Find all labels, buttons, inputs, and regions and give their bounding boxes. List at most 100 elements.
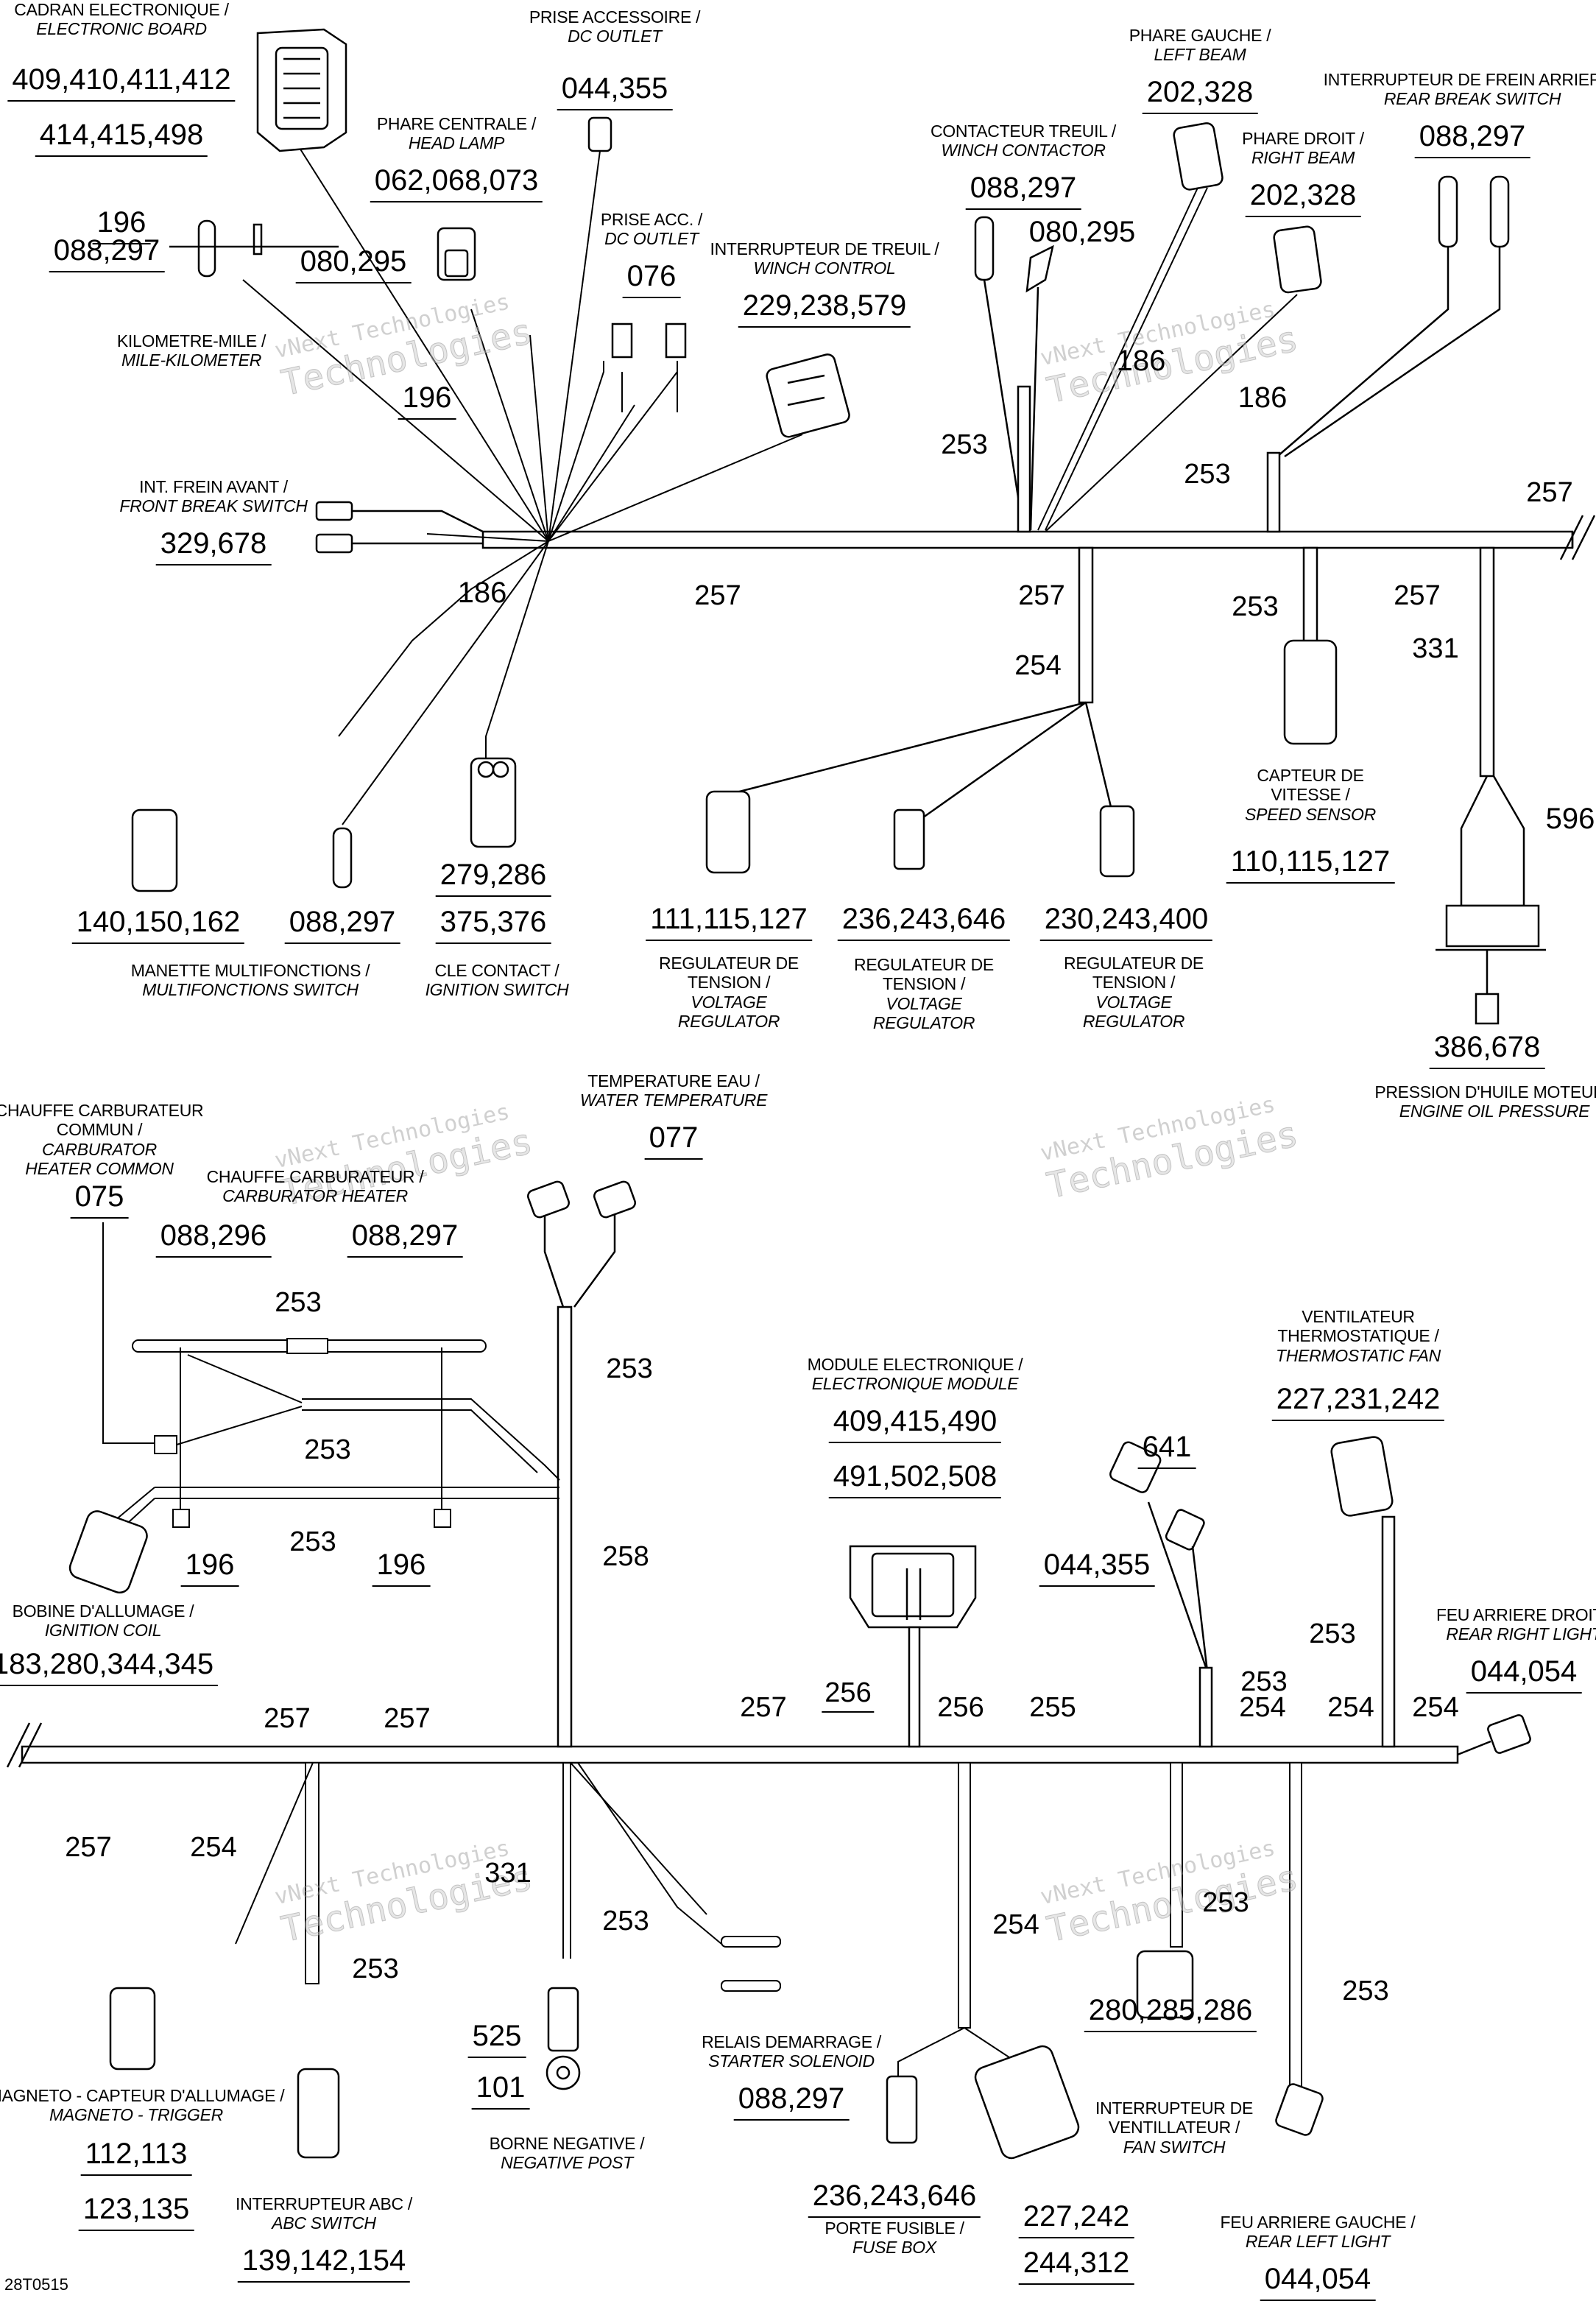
regulator-connectors (705, 790, 1135, 878)
part-number: 227,242 (1018, 2202, 1134, 2238)
part-number-frein-avant: 329,678 (155, 529, 272, 565)
label-en-line: ENGINE OIL PRESSURE (1399, 1102, 1590, 1121)
label-fr-line: CLE CONTACT / (434, 961, 559, 980)
bottom-drops (235, 1762, 1302, 2087)
label-en-line: ABC SWITCH (272, 2213, 376, 2233)
thermostatic-fan-connector (1330, 1436, 1396, 1748)
label-fr-line: THERMOSTATIQUE / (1277, 1326, 1439, 1346)
label-fr-line: BOBINE D'ALLUMAGE / (12, 1601, 194, 1621)
label-fr-line: PHARE CENTRALE / (376, 114, 537, 133)
label-en-line: WINCH CONTROL (753, 258, 896, 278)
part-number: 088,296 (155, 1221, 272, 1258)
label-fr-line: BORNE NEGATIVE / (489, 2134, 645, 2153)
part-number-temp-eau: 077 (644, 1123, 703, 1160)
part-number: 196 (180, 1550, 239, 1587)
label-feu-gauche: FEU ARRIERE GAUCHE /REAR LEFT LIGHT (1221, 2213, 1416, 2252)
wire-number: 254 (1327, 1692, 1374, 1723)
label-fr-line: TENSION / (1092, 973, 1176, 993)
part-number-feu-droit: 044,054 (1466, 1657, 1582, 1694)
part-number: 230,243,400 (1039, 904, 1213, 941)
speed-sensor (1283, 546, 1338, 745)
part-number-bobine: 183,280,344,345 (0, 1649, 219, 1686)
part-number: 080,295 (1028, 216, 1136, 248)
label-bobine: BOBINE D'ALLUMAGE /IGNITION COIL (13, 1601, 194, 1641)
part-number-module-elec: 491,502,508 (828, 1462, 1002, 1498)
label-fr-line: FEU ARRIERE DROIT / (1436, 1605, 1596, 1624)
part-number: 088,297 (347, 1221, 463, 1258)
part-number: 236,243,646 (808, 2181, 981, 2218)
part-number: 641 (1137, 1432, 1196, 1469)
label-fr-line: MODULE ELECTRONIQUE / (807, 1355, 1023, 1374)
part-number: 280,285,286 (1084, 1995, 1257, 2032)
part-number-module-elec: 409,415,490 (828, 1406, 1002, 1443)
wire-number: 256 (822, 1679, 875, 1713)
label-fr-line: TENSION / (687, 973, 771, 993)
label-fr-line: PRISE ACC. / (600, 210, 703, 229)
label-en-line: SPEED SENSOR (1245, 804, 1376, 824)
wire-number: 255 (1029, 1692, 1076, 1723)
wire-number: 253 (1232, 591, 1279, 622)
label-en-line: CARBURATOR HEATER (222, 1186, 408, 1206)
label-en-line: NEGATIVE POST (501, 2153, 633, 2173)
label-en-line: STARTER SOLENOID (708, 2051, 875, 2071)
label-fr-line: REGULATEUR DE (854, 955, 994, 974)
label-en-line: CARBURATOR (42, 1139, 157, 1159)
part-number: 196 (92, 208, 151, 244)
part-number: 186 (457, 577, 507, 609)
part-number: 244,312 (1018, 2248, 1134, 2285)
hub-wires (242, 139, 803, 825)
label-kilometre: KILOMETRE-MILE /MILE-KILOMETER (117, 331, 266, 370)
wire-number: 253 (606, 1353, 653, 1384)
wire-number: 256 (937, 1692, 984, 1723)
regulator-drop (724, 546, 1113, 826)
label-fr-line: CAPTEUR DE (1257, 766, 1364, 785)
part-number-capteur-vitesse: 110,115,127 (1226, 847, 1395, 884)
label-fr-line: VENTILATEUR (1302, 1307, 1415, 1326)
label-en-line: REGULATOR (1082, 1012, 1185, 1032)
electronic-module-connector (849, 1545, 977, 1748)
oil-pressure-sender (1436, 546, 1546, 1025)
wire-number: 254 (1014, 650, 1062, 681)
wire-number: 253 (1184, 459, 1231, 490)
wire-number: 258 (602, 1541, 649, 1572)
label-en-line: VOLTAGE (886, 993, 962, 1013)
wire-number: 257 (740, 1692, 787, 1723)
wire-number: 257 (1018, 580, 1065, 611)
label-en-line: DC OUTLET (568, 27, 662, 46)
label-borne-neg: BORNE NEGATIVE /NEGATIVE POST (490, 2134, 645, 2173)
label-en-line: RIGHT BEAM (1251, 148, 1355, 168)
water-temperature-connectors (527, 1180, 636, 1748)
label-en-line: WINCH CONTACTOR (941, 141, 1106, 161)
label-fr-line: RELAIS DEMARRAGE / (702, 2032, 881, 2051)
label-en-line: IGNITION COIL (44, 1621, 162, 1641)
part-number: 236,243,646 (837, 904, 1011, 941)
part-number: 186 (1237, 381, 1288, 414)
label-phare-gauche: PHARE GAUCHE /LEFT BEAM (1129, 26, 1271, 65)
label-en-line: HEAD LAMP (408, 133, 505, 153)
label-fr-line: INTERRUPTEUR DE (1095, 2099, 1254, 2118)
part-number-contacteur-treuil: 088,297 (965, 173, 1081, 210)
part-number-prise-acc: 044,355 (557, 74, 673, 110)
dc-outlet-connector (587, 116, 612, 152)
label-en-line: REAR LEFT LIGHT (1245, 2232, 1391, 2252)
label-cadran: CADRAN ELECTRONIQUE /ELECTRONIC BOARD (14, 0, 229, 39)
label-en-line: VOLTAGE (1095, 992, 1172, 1012)
part-number-magneto: 112,113 (80, 2139, 192, 2176)
part-number-phare-centrale: 062,068,073 (370, 166, 543, 202)
label-fr-line: REGULATEUR DE (659, 954, 799, 973)
fan-switch-small-connectors (1109, 1441, 1213, 1748)
label-fr-line: MANETTE MULTIFONCTIONS / (130, 961, 370, 980)
terminal-088-297 (332, 827, 353, 889)
wire-number: 253 (1309, 1618, 1356, 1649)
part-number-chauffe-commun: 075 (70, 1182, 129, 1219)
wire-number: 254 (1412, 1692, 1459, 1723)
wire-number: 257 (264, 1703, 311, 1734)
ignition-coil (68, 1510, 148, 1594)
part-number: 088,297 (49, 236, 165, 272)
wire-number: 331 (484, 1858, 532, 1889)
